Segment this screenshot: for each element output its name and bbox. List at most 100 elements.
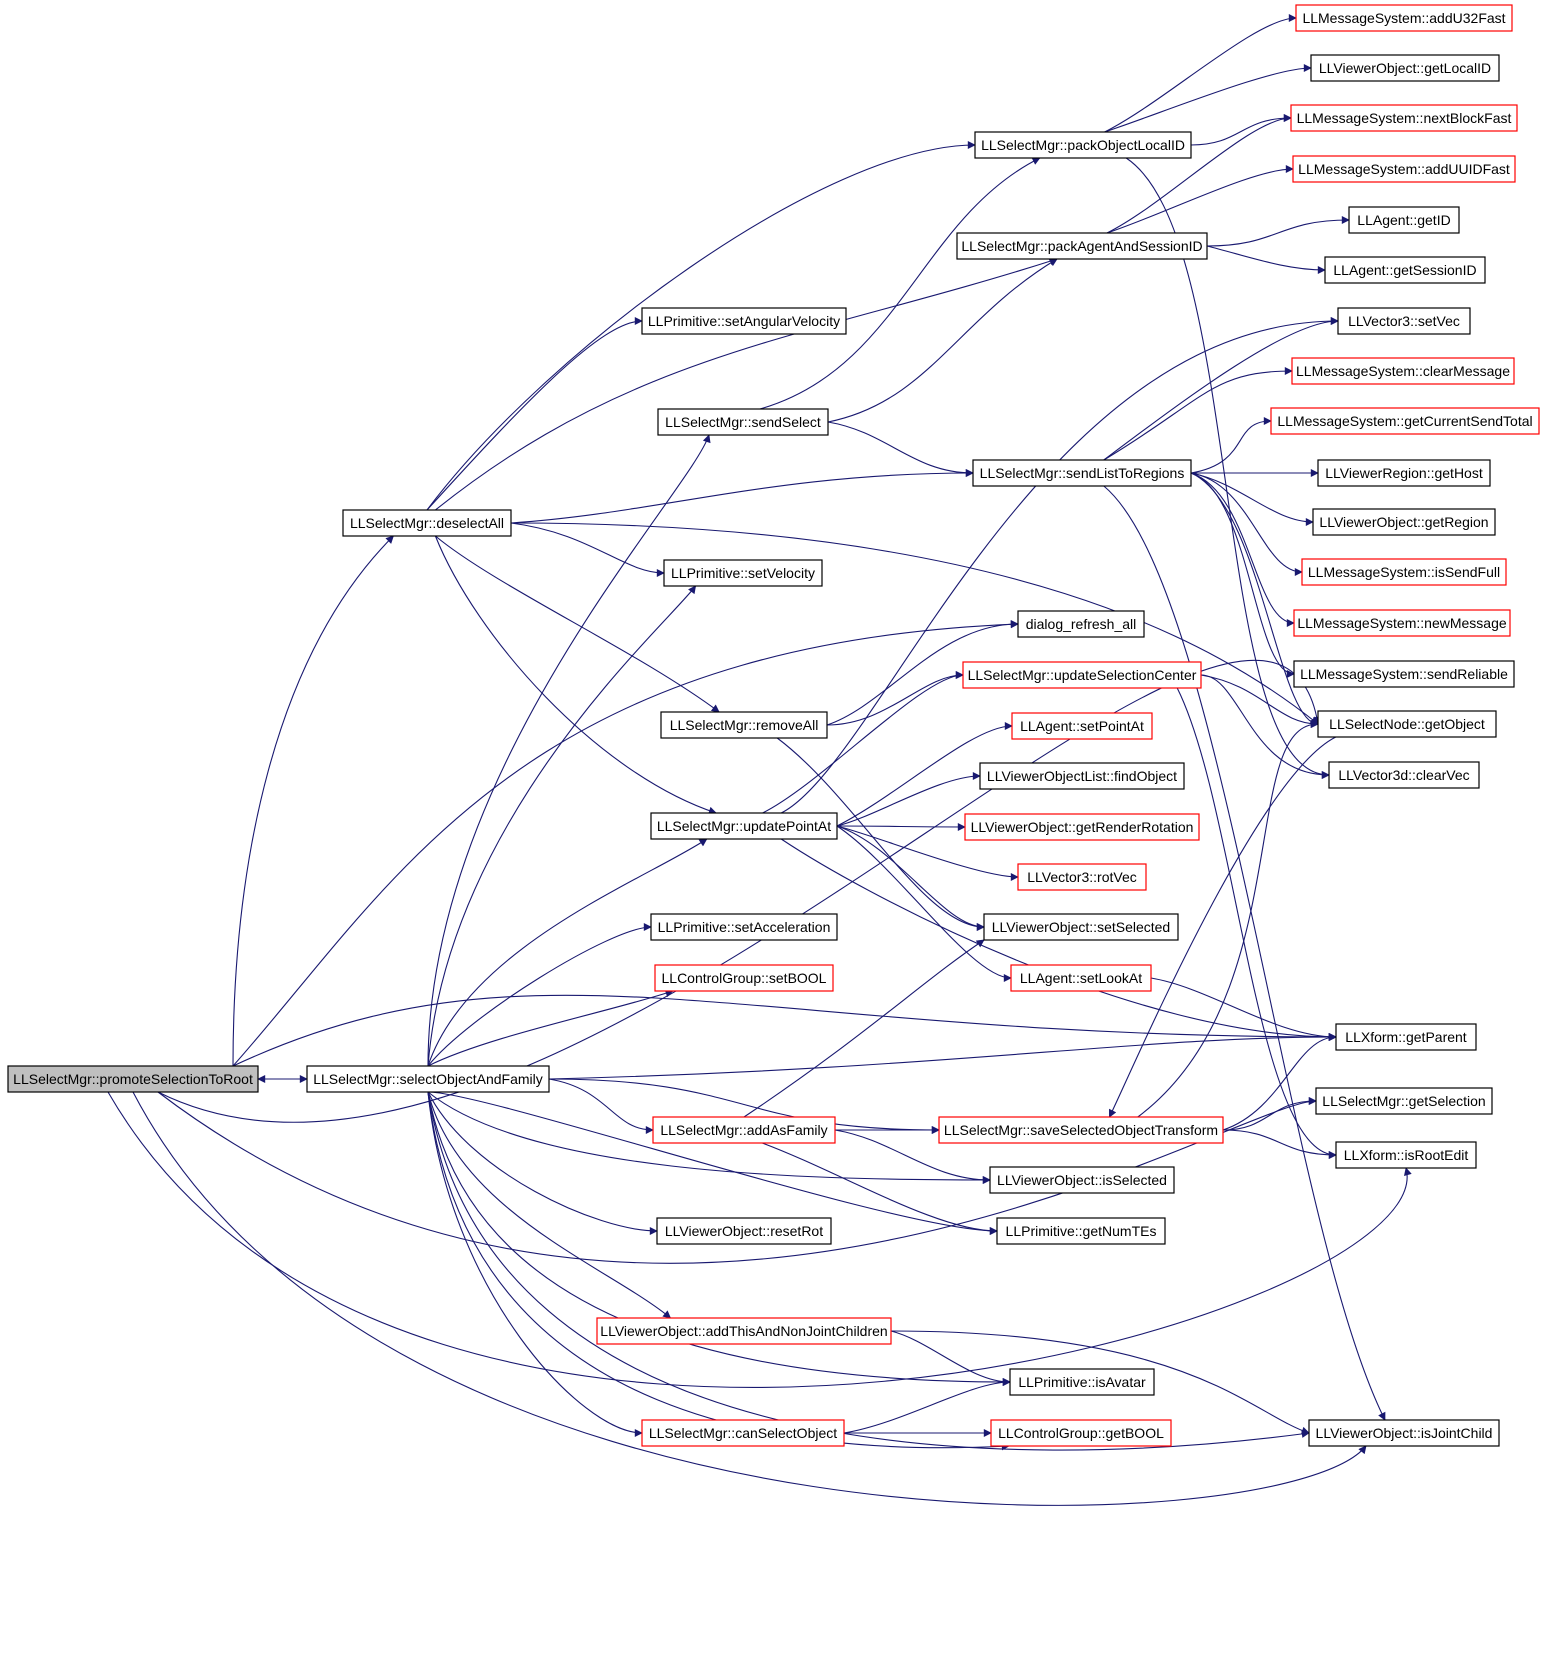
node-sendSelect[interactable]: LLSelectMgr::sendSelect	[657, 408, 829, 436]
node-clearMessage[interactable]: LLMessageSystem::clearMessage	[1291, 357, 1515, 385]
node-label: LLSelectNode::getObject	[1329, 716, 1485, 732]
node-setLookAt[interactable]: LLAgent::setLookAt	[1010, 964, 1152, 992]
node-getRegion[interactable]: LLViewerObject::getRegion	[1312, 508, 1496, 536]
node-box	[596, 1317, 892, 1345]
call-edge-updatePointAt-to-setLookAt	[836, 825, 1012, 982]
node-saveSel[interactable]: LLSelectMgr::saveSelectedObjectTransform	[938, 1116, 1224, 1144]
node-label: LLVector3::rotVec	[1027, 869, 1136, 885]
node-setVelocity[interactable]: LLPrimitive::setVelocity	[663, 559, 823, 587]
node-ctrlGetBool[interactable]: LLControlGroup::getBOOL	[990, 1419, 1172, 1447]
call-edge-deselectAll-to-setVelocity	[510, 522, 665, 577]
node-dialogRefresh[interactable]: dialog_refresh_all	[1017, 610, 1145, 638]
node-isRootEdit[interactable]: LLXform::isRootEdit	[1335, 1141, 1477, 1169]
node-label: LLPrimitive::setVelocity	[671, 565, 815, 581]
node-label: LLPrimitive::getNumTEs	[1006, 1223, 1157, 1239]
node-getSessionID[interactable]: LLAgent::getSessionID	[1324, 256, 1486, 284]
node-findObject[interactable]: LLViewerObjectList::findObject	[979, 762, 1185, 790]
node-label: LLMessageSystem::getCurrentSendTotal	[1277, 413, 1532, 429]
call-edge-selectFamily-to-updatePointAt	[427, 838, 708, 1067]
node-packAgent[interactable]: LLSelectMgr::packAgentAndSessionID	[956, 232, 1208, 260]
node-label: LLViewerObject::getRenderRotation	[971, 819, 1194, 835]
node-setVec[interactable]: LLVector3::setVec	[1337, 307, 1471, 335]
call-edge-selectFamily-to-isSelected	[427, 1091, 991, 1184]
node-newMessage[interactable]: LLMessageSystem::newMessage	[1293, 609, 1511, 637]
call-edge-selectFamily-to-getNumTEs	[427, 1091, 998, 1235]
node-addAsFamily[interactable]: LLSelectMgr::addAsFamily	[652, 1116, 836, 1144]
node-ctrlSetBool[interactable]: LLControlGroup::setBOOL	[654, 964, 834, 992]
node-box	[7, 1065, 259, 1093]
node-getID[interactable]: LLAgent::getID	[1348, 206, 1460, 234]
node-box	[1335, 1141, 1477, 1169]
node-box	[996, 1217, 1166, 1245]
node-setAngVel[interactable]: LLPrimitive::setAngularVelocity	[641, 307, 847, 335]
node-box	[1010, 964, 1152, 992]
node-getSelection[interactable]: LLSelectMgr::getSelection	[1315, 1087, 1493, 1115]
call-edge-promote-to-getParent	[232, 994, 1337, 1067]
call-edge-canSelect-to-isAvatar	[843, 1378, 1011, 1434]
node-box	[1337, 307, 1471, 335]
node-label: LLSelectMgr::deselectAll	[350, 515, 504, 531]
call-edge-updSelCenter-to-getObject	[1200, 674, 1319, 728]
node-getCurSend[interactable]: LLMessageSystem::getCurrentSendTotal	[1270, 407, 1540, 435]
node-resetRot[interactable]: LLViewerObject::resetRot	[656, 1217, 832, 1245]
node-box	[1293, 660, 1515, 688]
node-setAccel[interactable]: LLPrimitive::setAcceleration	[650, 913, 838, 941]
node-getNumTEs[interactable]: LLPrimitive::getNumTEs	[996, 1217, 1166, 1245]
node-isJointChild[interactable]: LLViewerObject::isJointChild	[1308, 1419, 1500, 1447]
node-box	[1312, 508, 1496, 536]
node-rotVec[interactable]: LLVector3::rotVec	[1017, 863, 1147, 891]
node-box	[1017, 610, 1145, 638]
call-edge-selectFamily-to-setVelocity	[427, 585, 697, 1067]
node-setSelected[interactable]: LLViewerObject::setSelected	[983, 913, 1179, 941]
node-sendReliable[interactable]: LLMessageSystem::sendReliable	[1293, 660, 1515, 688]
call-edge-packAgent-to-nextBlock	[1106, 114, 1292, 234]
node-box	[1301, 558, 1507, 586]
node-box	[956, 232, 1208, 260]
node-box	[1293, 609, 1511, 637]
call-edge-updatePointAt-to-getRenderRot	[836, 822, 966, 831]
node-deselectAll[interactable]: LLSelectMgr::deselectAll	[342, 509, 512, 537]
node-getParent[interactable]: LLXform::getParent	[1335, 1023, 1477, 1051]
node-isAvatar[interactable]: LLPrimitive::isAvatar	[1009, 1368, 1155, 1396]
node-label: LLSelectMgr::packObjectLocalID	[981, 137, 1185, 153]
node-addThis[interactable]: LLViewerObject::addThisAndNonJointChildr…	[596, 1317, 892, 1345]
node-box	[656, 1217, 832, 1245]
node-box	[1317, 459, 1491, 487]
call-edge-packAgent-to-getID	[1206, 216, 1350, 247]
call-edge-packObjId-to-nextBlock	[1190, 114, 1292, 146]
node-updSelCenter[interactable]: LLSelectMgr::updateSelectionCenter	[962, 661, 1202, 689]
node-removeAll[interactable]: LLSelectMgr::removeAll	[660, 711, 828, 739]
node-getHost[interactable]: LLViewerRegion::getHost	[1317, 459, 1491, 487]
node-isSendFull[interactable]: LLMessageSystem::isSendFull	[1301, 558, 1507, 586]
node-updatePointAt[interactable]: LLSelectMgr::updatePointAt	[650, 812, 838, 840]
node-box	[1317, 710, 1497, 738]
node-sendList[interactable]: LLSelectMgr::sendListToRegions	[972, 459, 1192, 487]
call-edge-saveSel-to-getObject	[1137, 720, 1319, 1118]
node-box	[652, 1116, 836, 1144]
call-edge-getObject-to-saveSel	[1108, 736, 1337, 1118]
node-promote[interactable]: LLSelectMgr::promoteSelectionToRoot	[7, 1065, 259, 1093]
node-addU32[interactable]: LLMessageSystem::addU32Fast	[1295, 4, 1513, 32]
call-edge-updatePointAt-to-updSelCenter	[762, 671, 964, 814]
node-isSelected[interactable]: LLViewerObject::isSelected	[989, 1166, 1175, 1194]
node-getObject[interactable]: LLSelectNode::getObject	[1317, 710, 1497, 738]
node-box	[1335, 1023, 1477, 1051]
call-edge-addAsFamily-to-getNumTEs	[762, 1142, 998, 1235]
node-label: LLMessageSystem::addU32Fast	[1302, 10, 1505, 26]
node-box	[657, 408, 829, 436]
node-label: LLSelectMgr::canSelectObject	[649, 1425, 837, 1441]
node-box	[641, 307, 847, 335]
node-packObjId[interactable]: LLSelectMgr::packObjectLocalID	[974, 131, 1192, 159]
call-edge-selectFamily-to-isJointChild	[427, 1091, 1310, 1451]
node-clearVec[interactable]: LLVector3d::clearVec	[1328, 761, 1480, 789]
node-label: LLViewerObject::getLocalID	[1319, 60, 1491, 76]
node-label: LLControlGroup::getBOOL	[998, 1425, 1164, 1441]
node-canSelect[interactable]: LLSelectMgr::canSelectObject	[641, 1419, 845, 1447]
node-addUUID[interactable]: LLMessageSystem::addUUIDFast	[1292, 155, 1516, 183]
node-nextBlock[interactable]: LLMessageSystem::nextBlockFast	[1290, 104, 1518, 132]
node-selectFamily[interactable]: LLSelectMgr::selectObjectAndFamily	[306, 1065, 550, 1093]
node-getLocalID[interactable]: LLViewerObject::getLocalID	[1310, 54, 1500, 82]
node-getRenderRot[interactable]: LLViewerObject::getRenderRotation	[964, 813, 1200, 841]
call-edge-sendList-to-getRegion	[1190, 472, 1314, 526]
node-agentSetPointAt[interactable]: LLAgent::setPointAt	[1011, 712, 1153, 740]
